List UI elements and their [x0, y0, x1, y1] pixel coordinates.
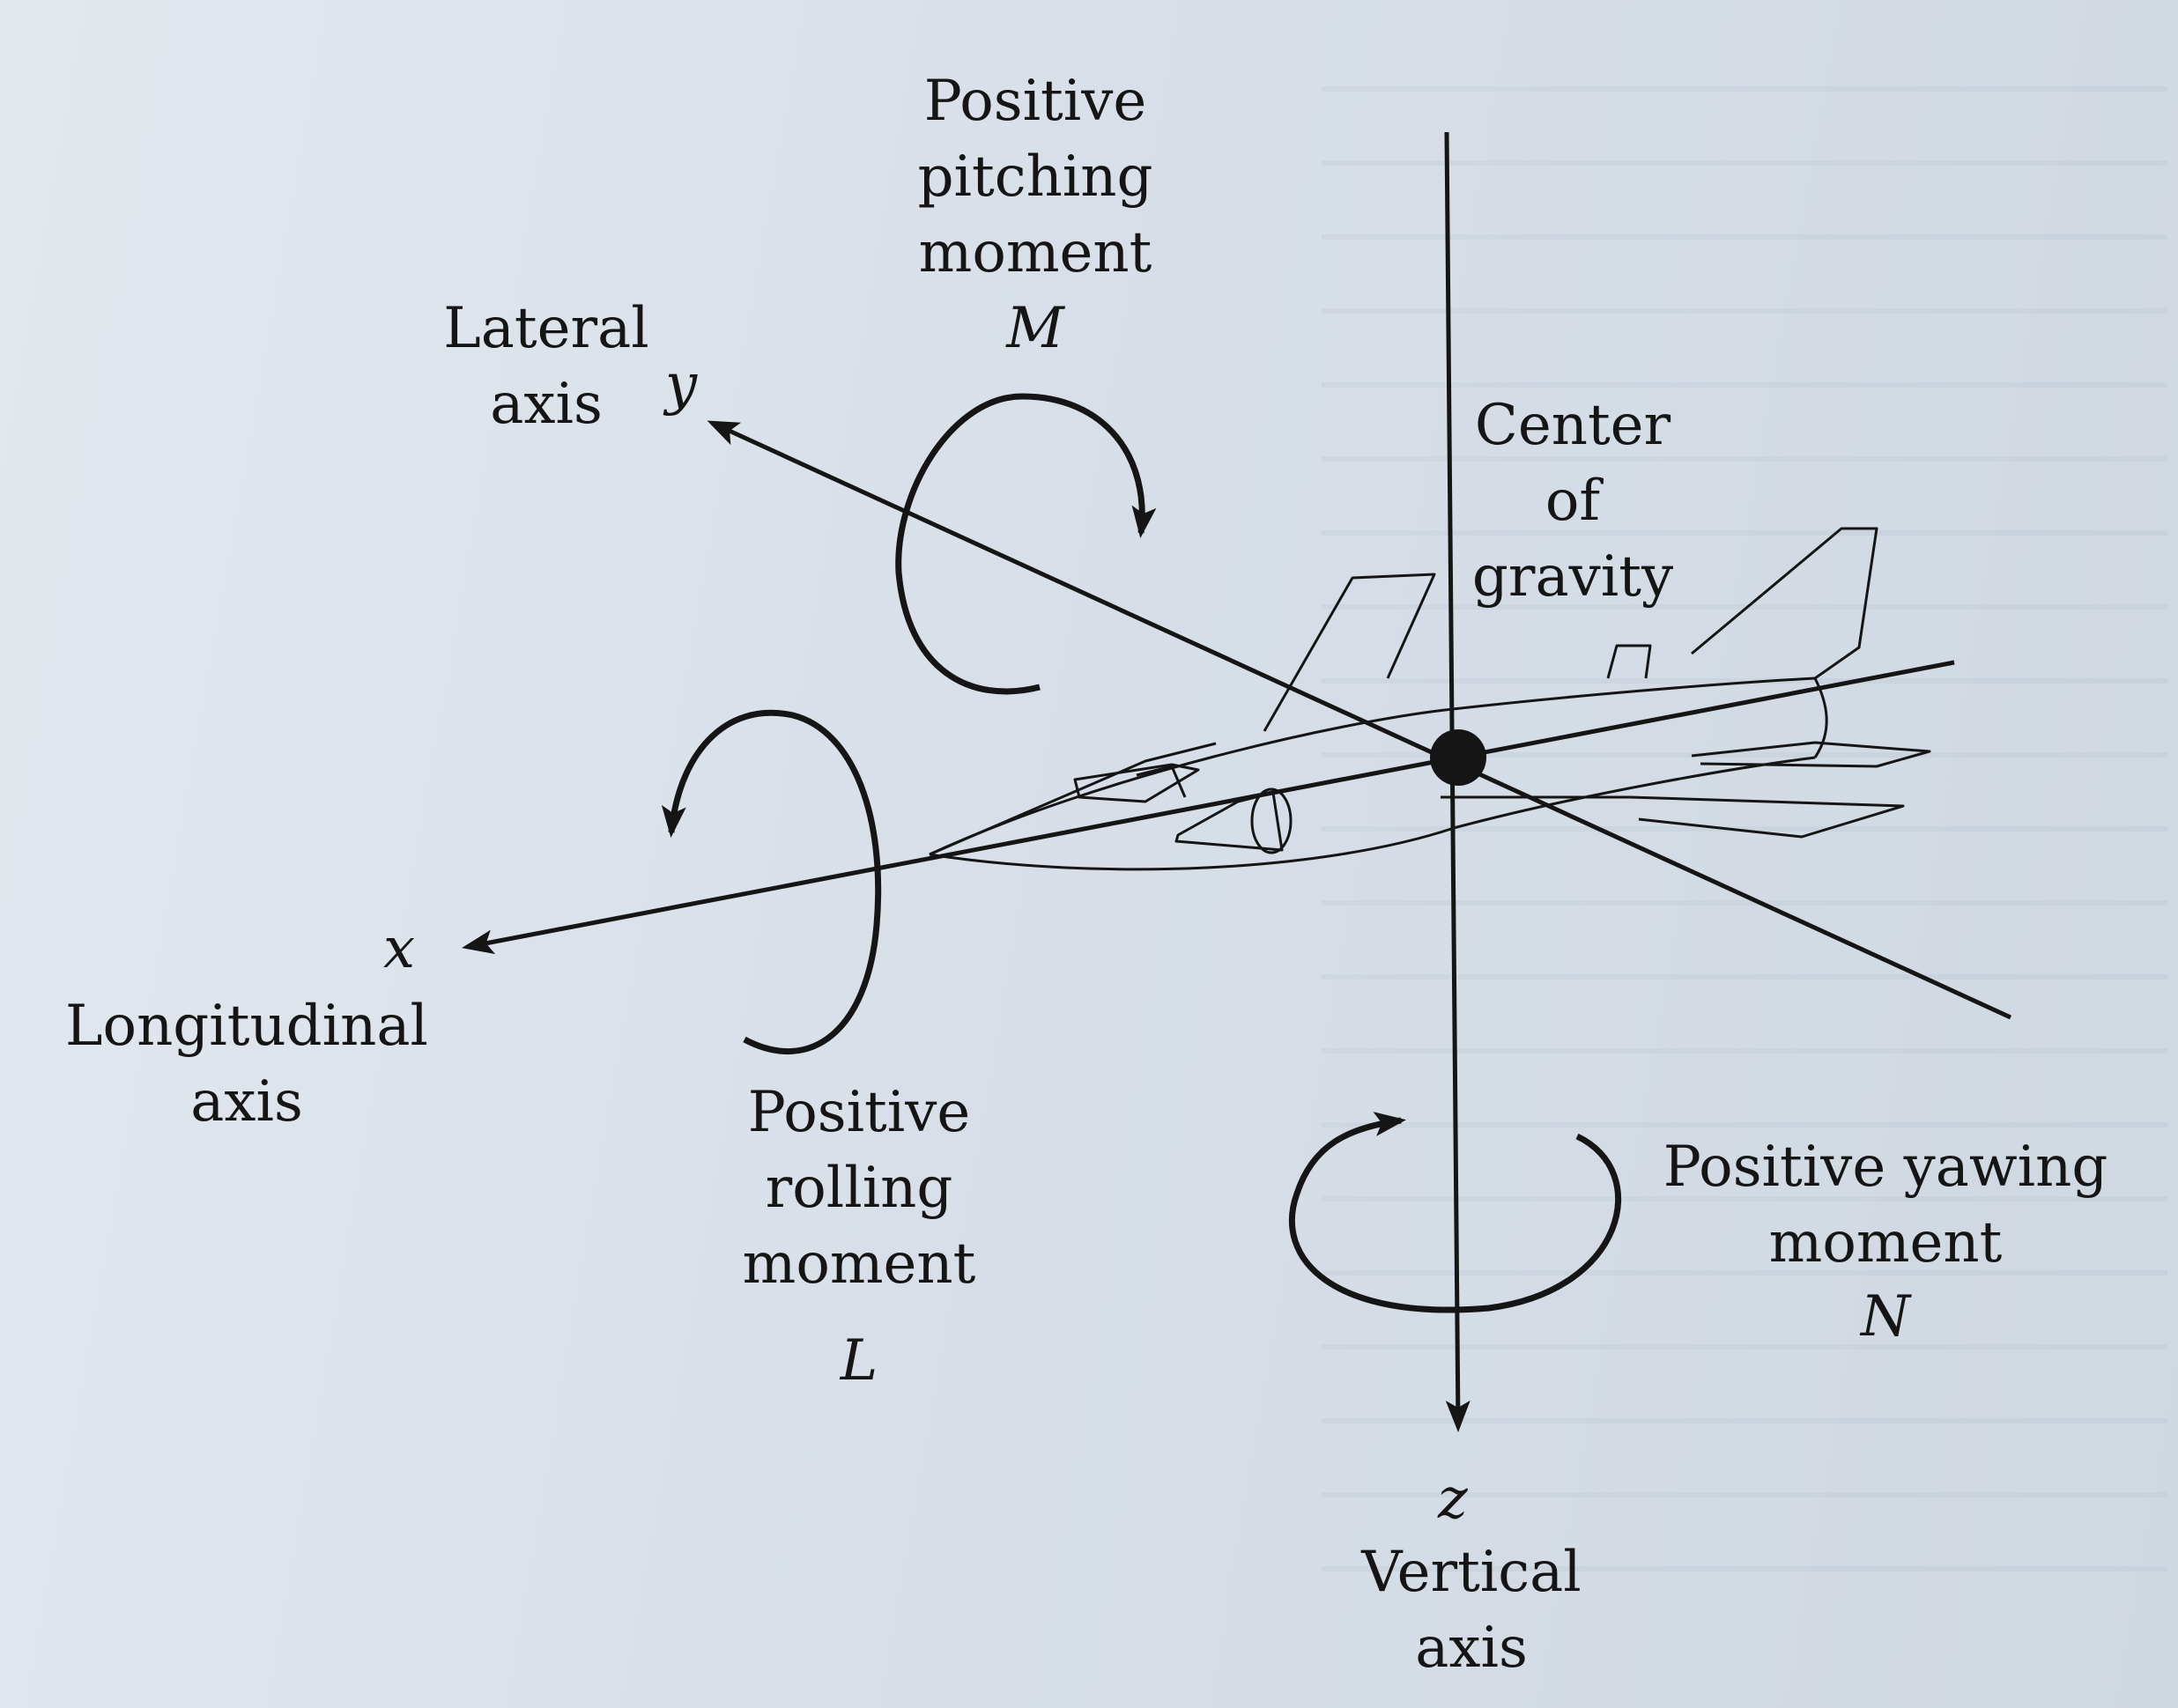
longitudinal-axis-label: Longitudinal axis	[65, 994, 428, 1135]
yawing-moment-arrow	[1288, 1112, 1622, 1313]
horizontal-tail	[1691, 741, 1931, 768]
bleed-through-text	[1322, 35, 2167, 1621]
longitudinal-axis-line	[462, 660, 1955, 955]
inlet-right	[1174, 791, 1284, 852]
fuselage-upper	[929, 677, 1816, 856]
lateral-axis-symbol: y	[665, 352, 698, 418]
nose-line	[929, 742, 1217, 856]
fin-fairing	[1606, 644, 1652, 679]
yawing-moment-label: Positive yawing moment	[1663, 1135, 2108, 1275]
rolling-moment-symbol: L	[840, 1328, 878, 1394]
vertical-axis-label: Vertical axis	[1361, 1540, 1582, 1681]
engine-inlet	[1250, 787, 1293, 854]
vertical-fin	[1691, 527, 1878, 680]
lateral-axis-label: Lateral axis	[443, 296, 649, 437]
inlet-left	[1073, 763, 1200, 803]
airplane-outline	[929, 527, 1931, 871]
inlet-mid	[1136, 765, 1187, 798]
center-of-gravity-label: Center of gravity	[1471, 393, 1674, 610]
longitudinal-axis-symbol: x	[383, 916, 416, 981]
pitching-moment-arrow	[895, 393, 1157, 695]
vertical-axis-symbol: z	[1438, 1467, 1468, 1532]
lateral-axis-line	[707, 420, 2012, 1020]
right-wing	[1441, 795, 1905, 839]
pitching-moment-symbol: M	[1006, 296, 1064, 361]
moment-arrows	[661, 393, 1622, 1313]
rolling-moment-arrow	[661, 709, 882, 1055]
left-wing	[1263, 573, 1436, 732]
yawing-moment-symbol: N	[1861, 1284, 1910, 1349]
fuselage-lower	[929, 756, 1816, 871]
rolling-moment-label: Positive rolling moment	[742, 1080, 976, 1297]
center-of-gravity-dot	[1430, 729, 1486, 786]
pitching-moment-label: Positive pitching moment	[917, 69, 1153, 285]
